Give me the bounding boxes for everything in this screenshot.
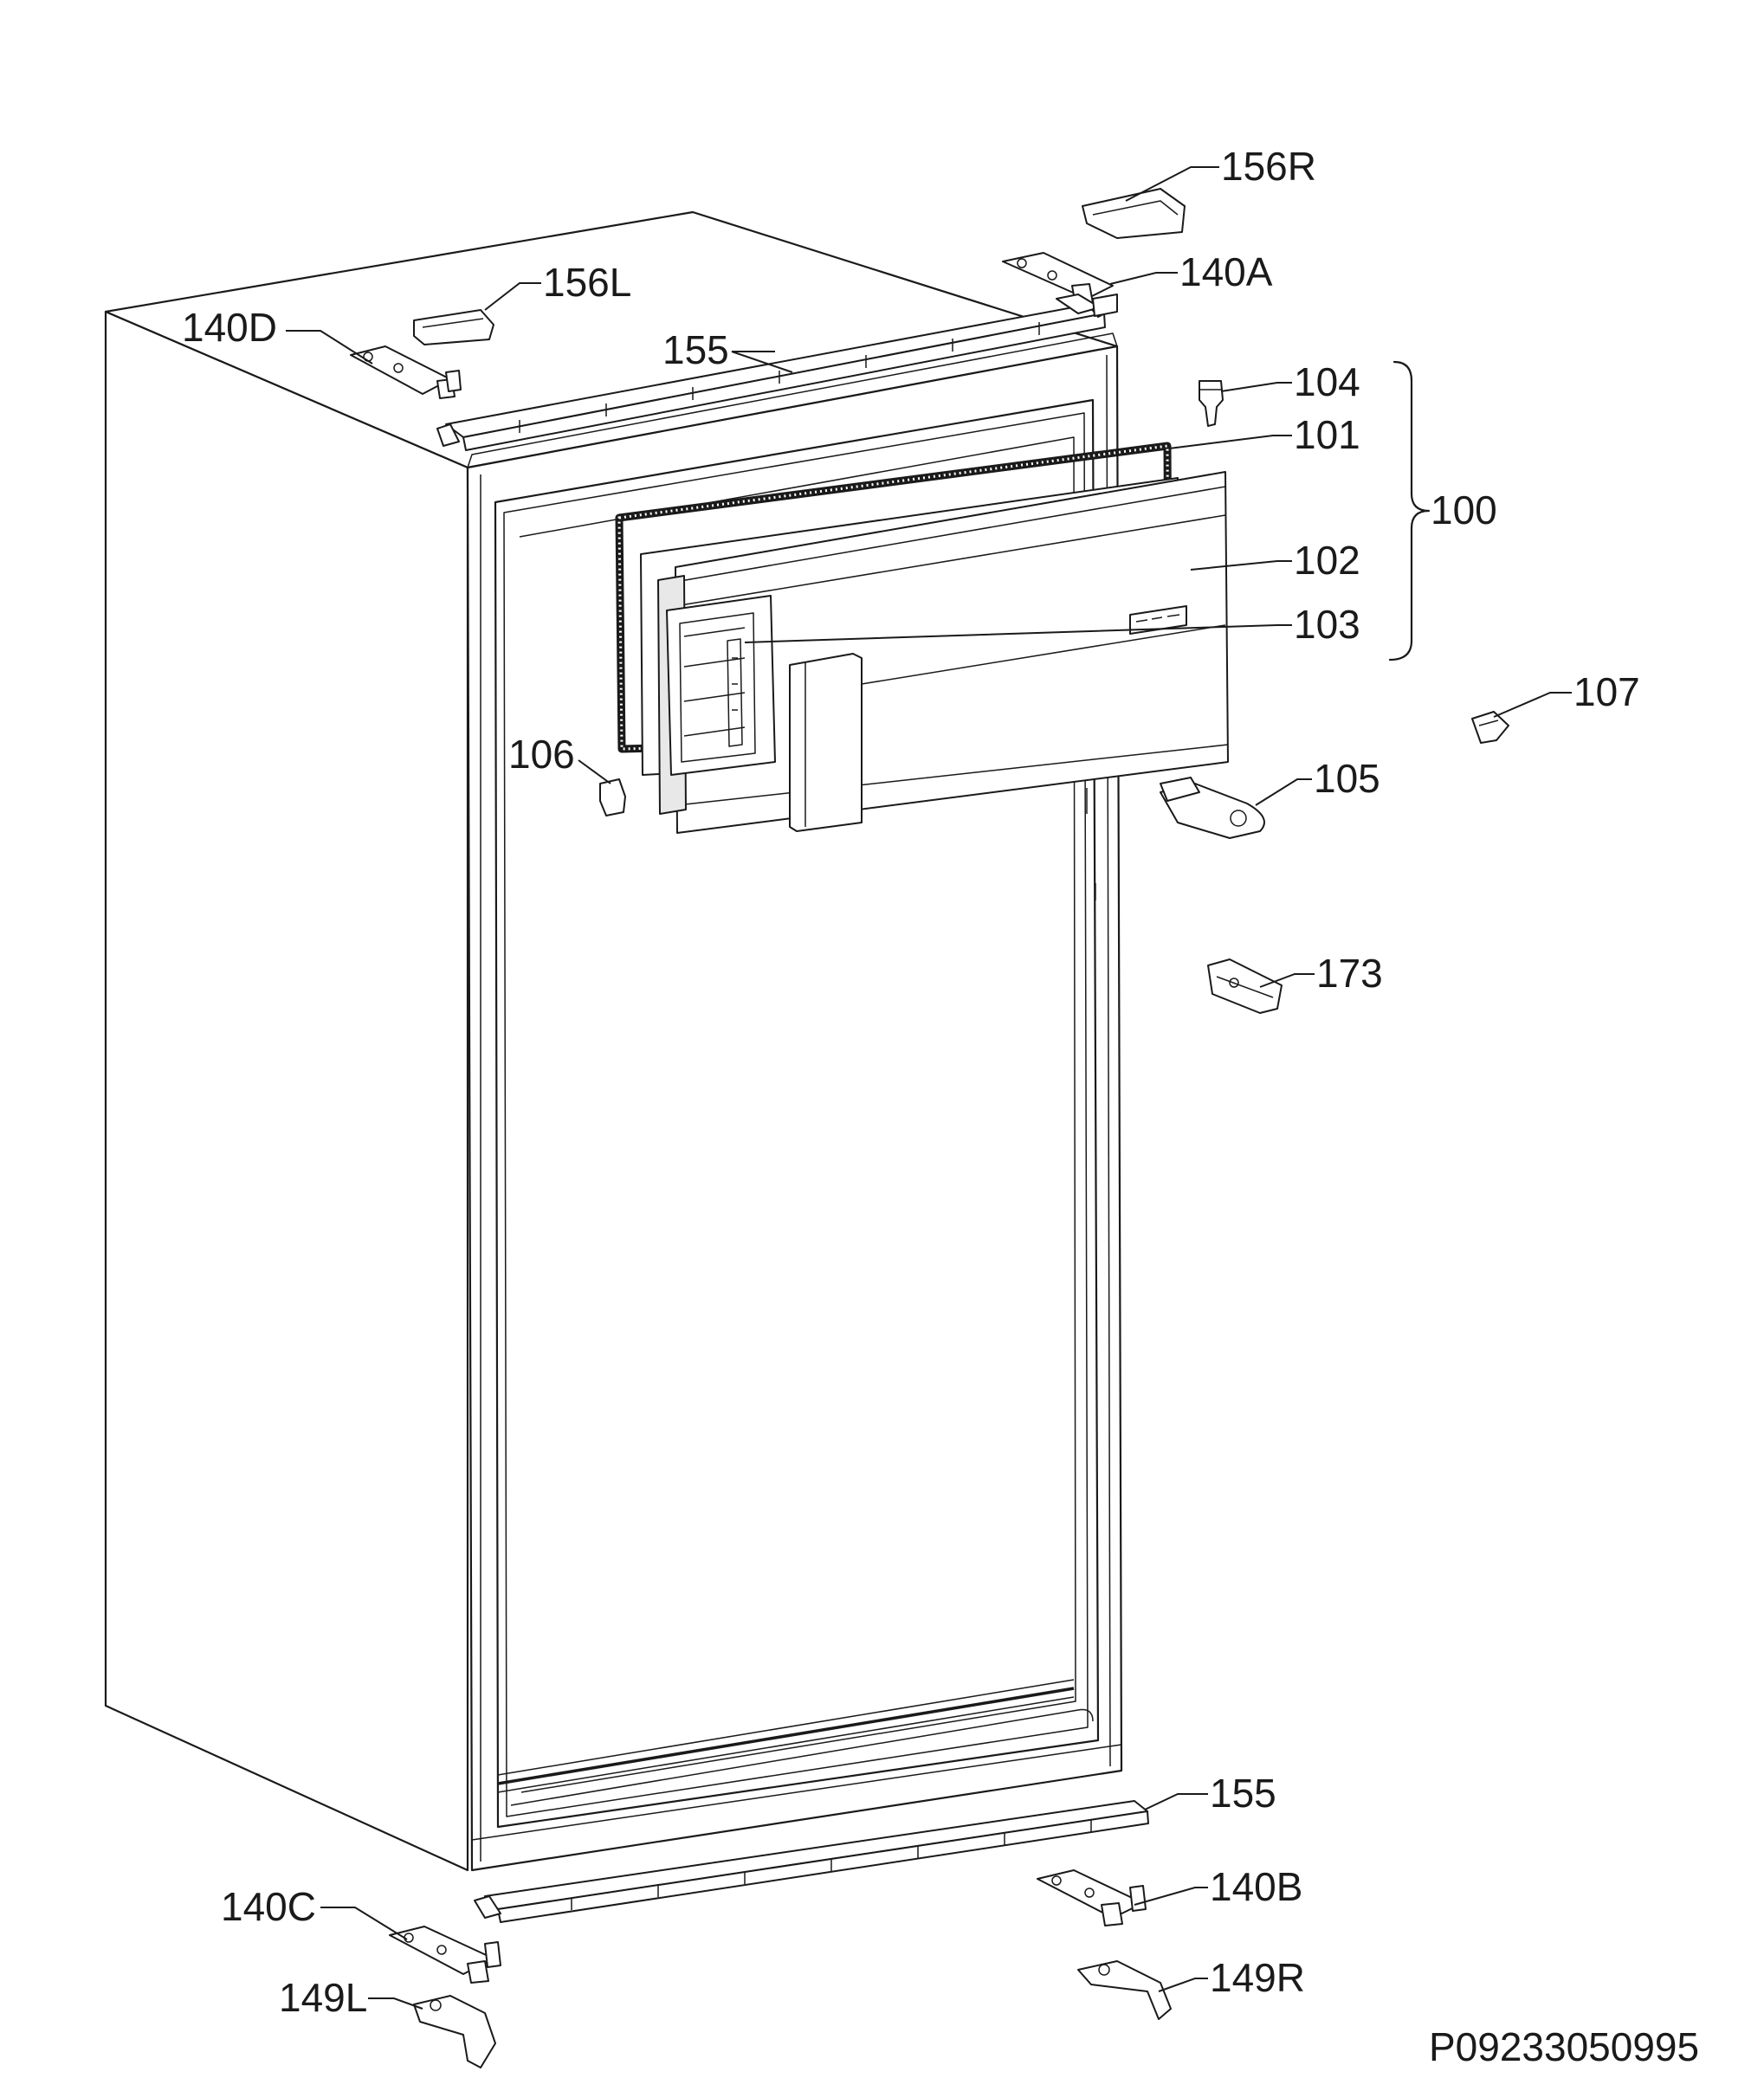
leader-lines [286,166,1572,2010]
bracket-173 [1207,958,1283,1014]
cabinet [104,210,1123,1872]
cap-106 [599,778,626,816]
foot-bracket-149R [1077,1960,1172,2020]
label-140A: 140A [1179,249,1273,294]
label-173: 173 [1316,951,1383,996]
label-104: 104 [1294,359,1360,404]
label-106: 106 [508,732,575,777]
bottom-trim-strip-155 [474,1800,1149,1923]
label-103: 103 [1294,602,1360,647]
hinge-140D [350,345,462,399]
hinge-140B [1037,1869,1147,1926]
drawing-code: P09233050995 [1429,2024,1699,2069]
label-100: 100 [1431,487,1497,532]
label-155-bottom: 155 [1210,1771,1276,1816]
hinge-cover-156R [1082,188,1186,239]
assembly-brace [1388,360,1431,661]
foot-bracket-149L [413,1995,496,2068]
hinge-pin-104 [1199,380,1224,427]
part-labels: 156R 140A 156L 140D 155 104 101 100 102 … [182,144,1699,2069]
clip-107 [1471,711,1509,744]
label-156R: 156R [1221,144,1316,189]
top-trim-strip-155 [436,298,1109,451]
label-156L: 156L [543,260,631,305]
label-140C: 140C [221,1884,316,1929]
label-140B: 140B [1210,1864,1302,1909]
door-assembly-100 [615,442,1229,834]
hinge-140A [1002,252,1118,317]
hinge-140C [389,1926,501,1984]
label-149L: 149L [279,1975,367,2020]
door-stop-105 [1160,777,1265,839]
label-140D: 140D [182,305,277,350]
label-105: 105 [1314,756,1380,801]
label-149R: 149R [1210,1955,1305,2000]
label-155-top: 155 [662,327,729,372]
label-107: 107 [1573,669,1640,714]
label-101: 101 [1294,412,1360,457]
hinge-cover-156L [413,309,494,345]
label-102: 102 [1294,538,1360,583]
